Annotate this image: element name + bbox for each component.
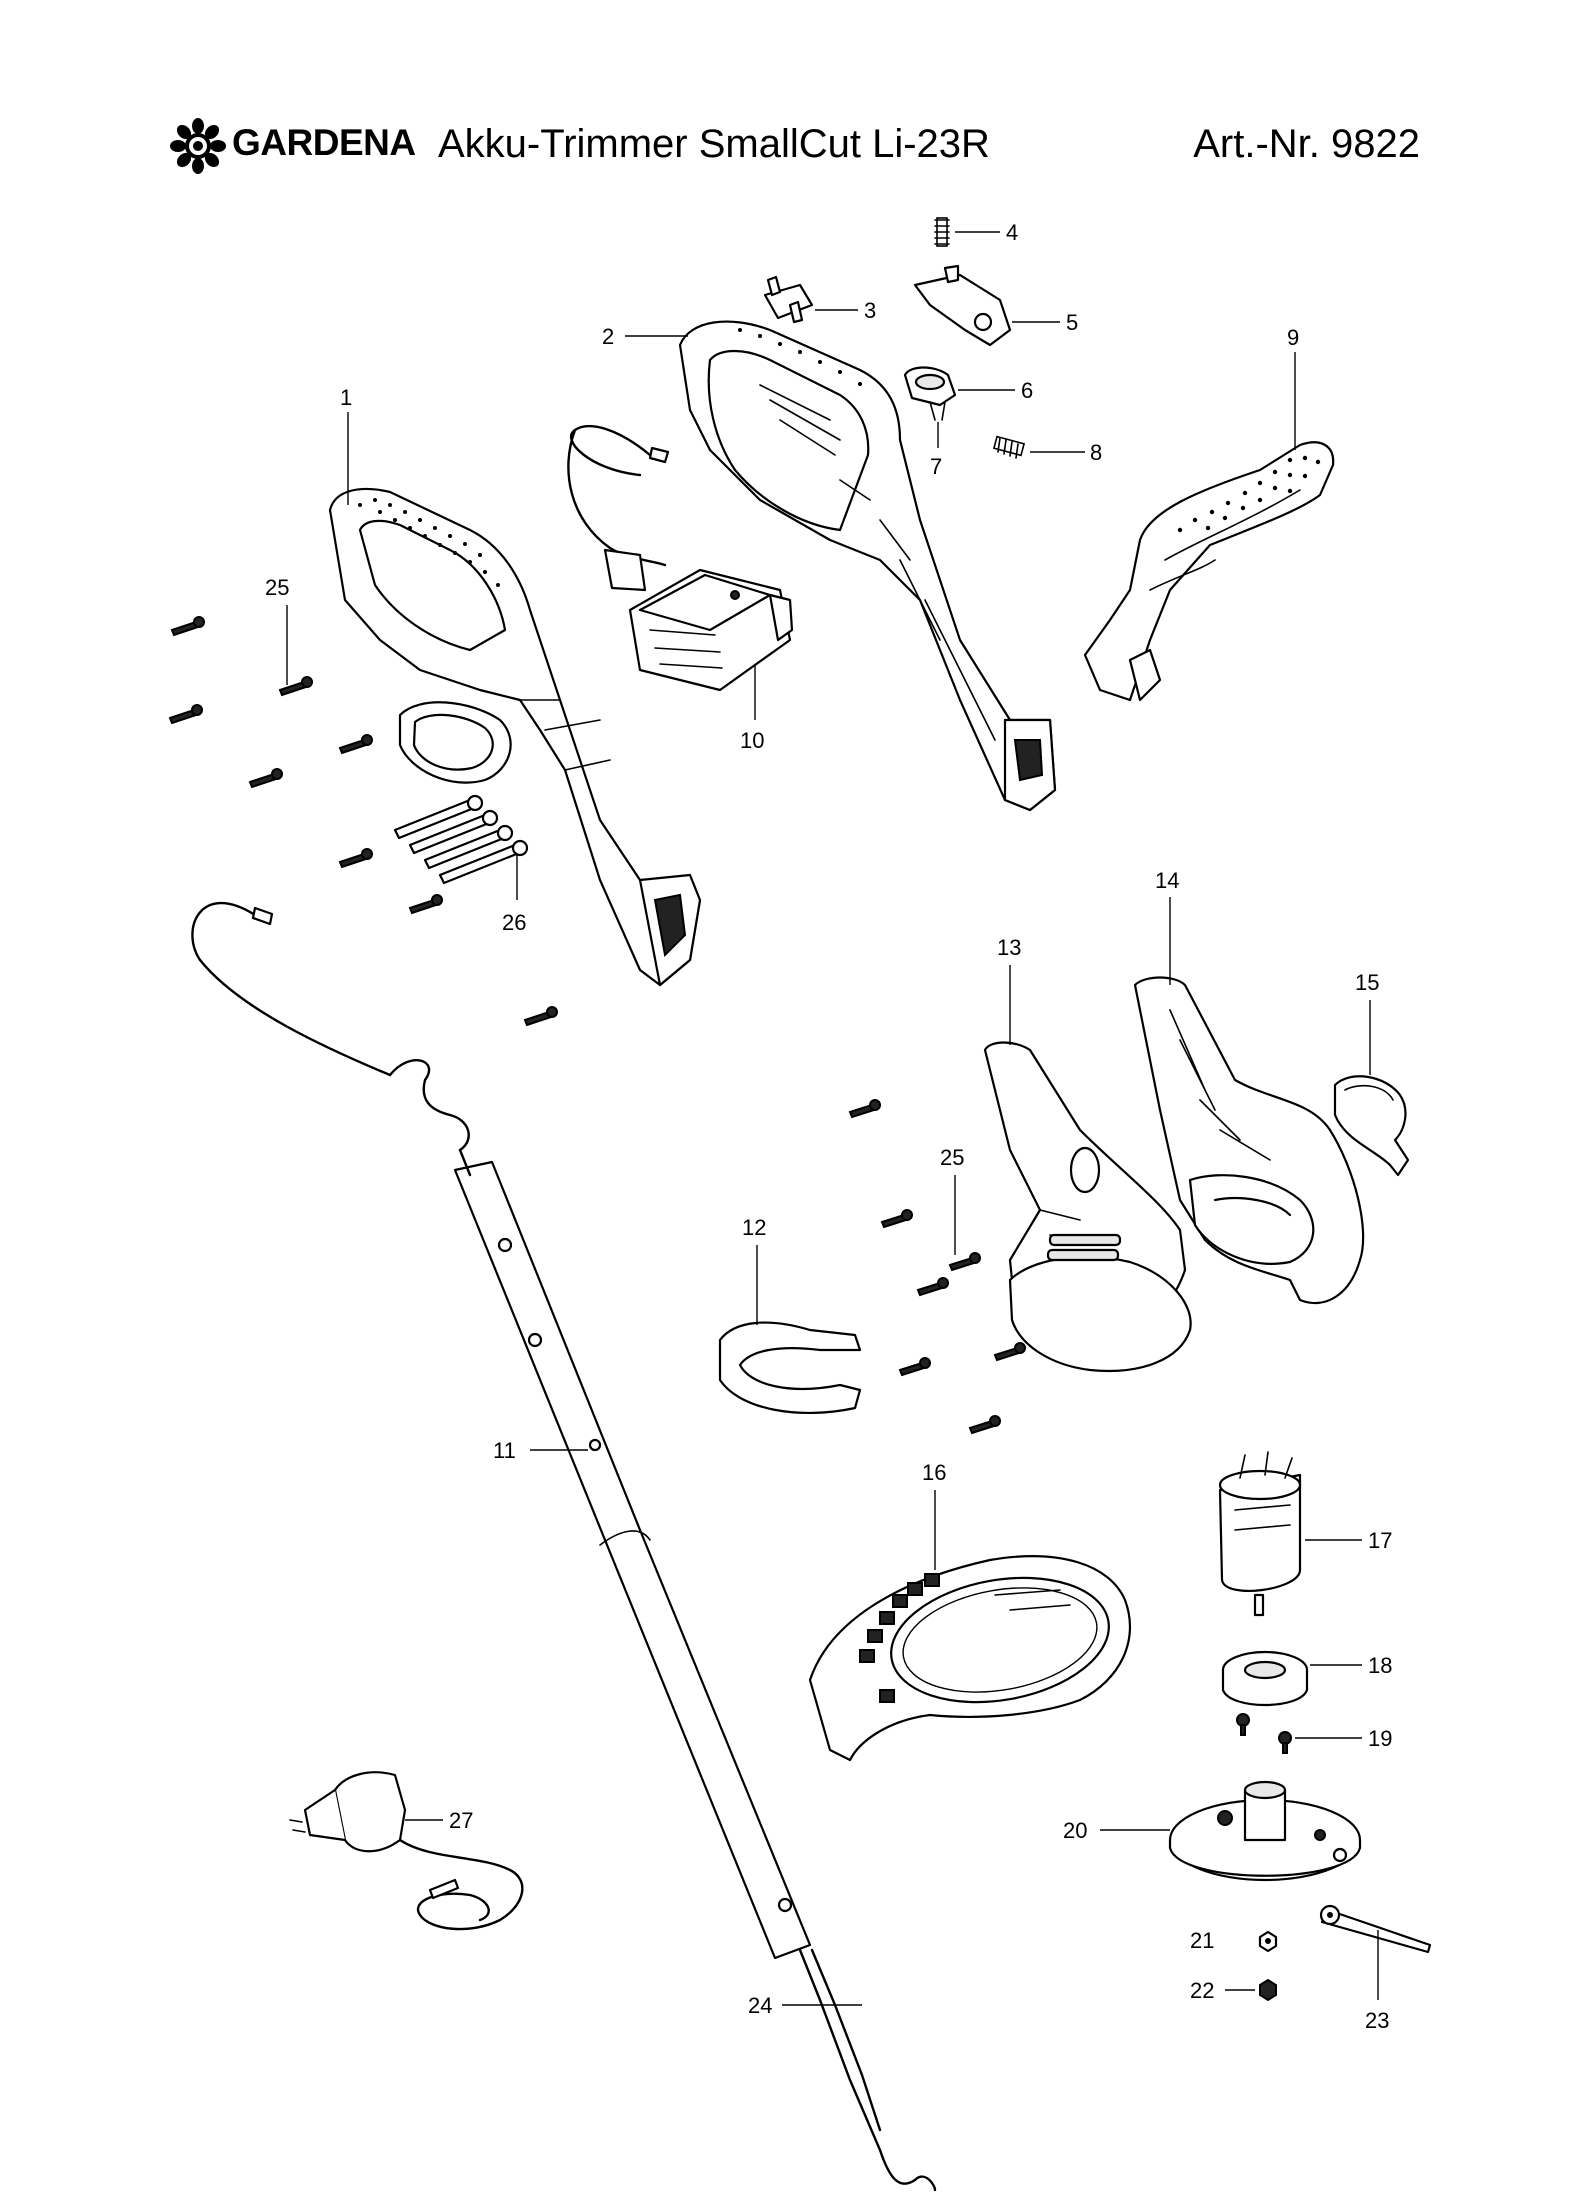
callout-3: 3	[864, 298, 876, 323]
article-number: Art.-Nr. 9822	[1193, 122, 1420, 166]
part-18-motor-flange	[1221, 1650, 1309, 1706]
part-9-soft-grip	[1083, 441, 1335, 702]
callout-22: 22	[1190, 1978, 1214, 2003]
callout-9: 9	[1287, 325, 1299, 350]
callout-4: 4	[1006, 220, 1018, 245]
part-16-guard	[808, 1555, 1132, 1762]
product-title: Akku-Trimmer SmallCut Li-23R	[438, 122, 990, 166]
callout-18: 18	[1368, 1653, 1392, 1678]
gardena-logo-icon	[170, 118, 226, 174]
page-header: GARDENA Akku-Trimmer SmallCut Li-23R Art…	[170, 118, 1420, 188]
part-21-nut	[1258, 1930, 1278, 1953]
screws-center	[848, 1099, 1026, 1435]
part-1-handle-housing-left	[328, 488, 702, 987]
callout-27: 27	[449, 1808, 473, 1833]
part-22-cap-nut	[1259, 1978, 1277, 2002]
part-24-cable	[191, 901, 937, 2192]
part-15-guard-clip	[1333, 1075, 1410, 1177]
callout-19: 19	[1368, 1726, 1392, 1751]
callout-13: 13	[997, 935, 1021, 960]
part-7-pin	[929, 401, 946, 421]
part-26-contacts	[393, 794, 529, 885]
callout-14: 14	[1155, 868, 1179, 893]
grip-dots	[358, 498, 500, 587]
part-10-battery-pack	[567, 425, 794, 692]
part-6-lock-button	[903, 366, 957, 407]
callout-17: 17	[1368, 1528, 1392, 1553]
part-23-cutting-blade	[1319, 1904, 1432, 1954]
part-5-trigger-lever	[913, 264, 1012, 347]
part-27-charger	[289, 1771, 524, 1931]
part-4-spring	[934, 217, 950, 247]
part-11-shaft	[453, 1160, 812, 1960]
part-8-spring	[992, 435, 1026, 459]
callout-12: 12	[742, 1215, 766, 1240]
callout-23: 23	[1365, 2008, 1389, 2033]
part-3-micro-switch	[763, 275, 814, 324]
part-12-guard-strip	[718, 1321, 862, 1414]
callout-11: 11	[493, 1438, 516, 1463]
callout-2: 2	[602, 324, 614, 349]
callout-15: 15	[1355, 970, 1379, 995]
brand-name: GARDENA	[232, 122, 416, 163]
callout-5: 5	[1066, 310, 1078, 335]
callout-24: 24	[748, 1993, 772, 2018]
part-2-handle-housing-right	[678, 320, 1057, 812]
part-19-screws	[1236, 1713, 1292, 1754]
callout-21: 21	[1190, 1928, 1214, 1953]
callout-1: 1	[340, 385, 352, 410]
part-17-motor	[1218, 1451, 1302, 1617]
callout-25-upper: 25	[265, 575, 289, 600]
part-20-cutting-disc	[1168, 1780, 1362, 1882]
callout-26: 26	[502, 910, 526, 935]
callout-8: 8	[1090, 440, 1102, 465]
callout-7: 7	[930, 454, 942, 479]
callout-16: 16	[922, 1460, 946, 1485]
callout-6: 6	[1021, 378, 1033, 403]
screws-upper-left	[168, 616, 558, 1027]
part-14-motor-housing-right	[1133, 976, 1365, 1305]
part-13-motor-housing-left	[983, 1041, 1192, 1372]
callout-10: 10	[740, 728, 764, 753]
callout-25-center: 25	[940, 1145, 964, 1170]
callout-20: 20	[1063, 1818, 1087, 1843]
